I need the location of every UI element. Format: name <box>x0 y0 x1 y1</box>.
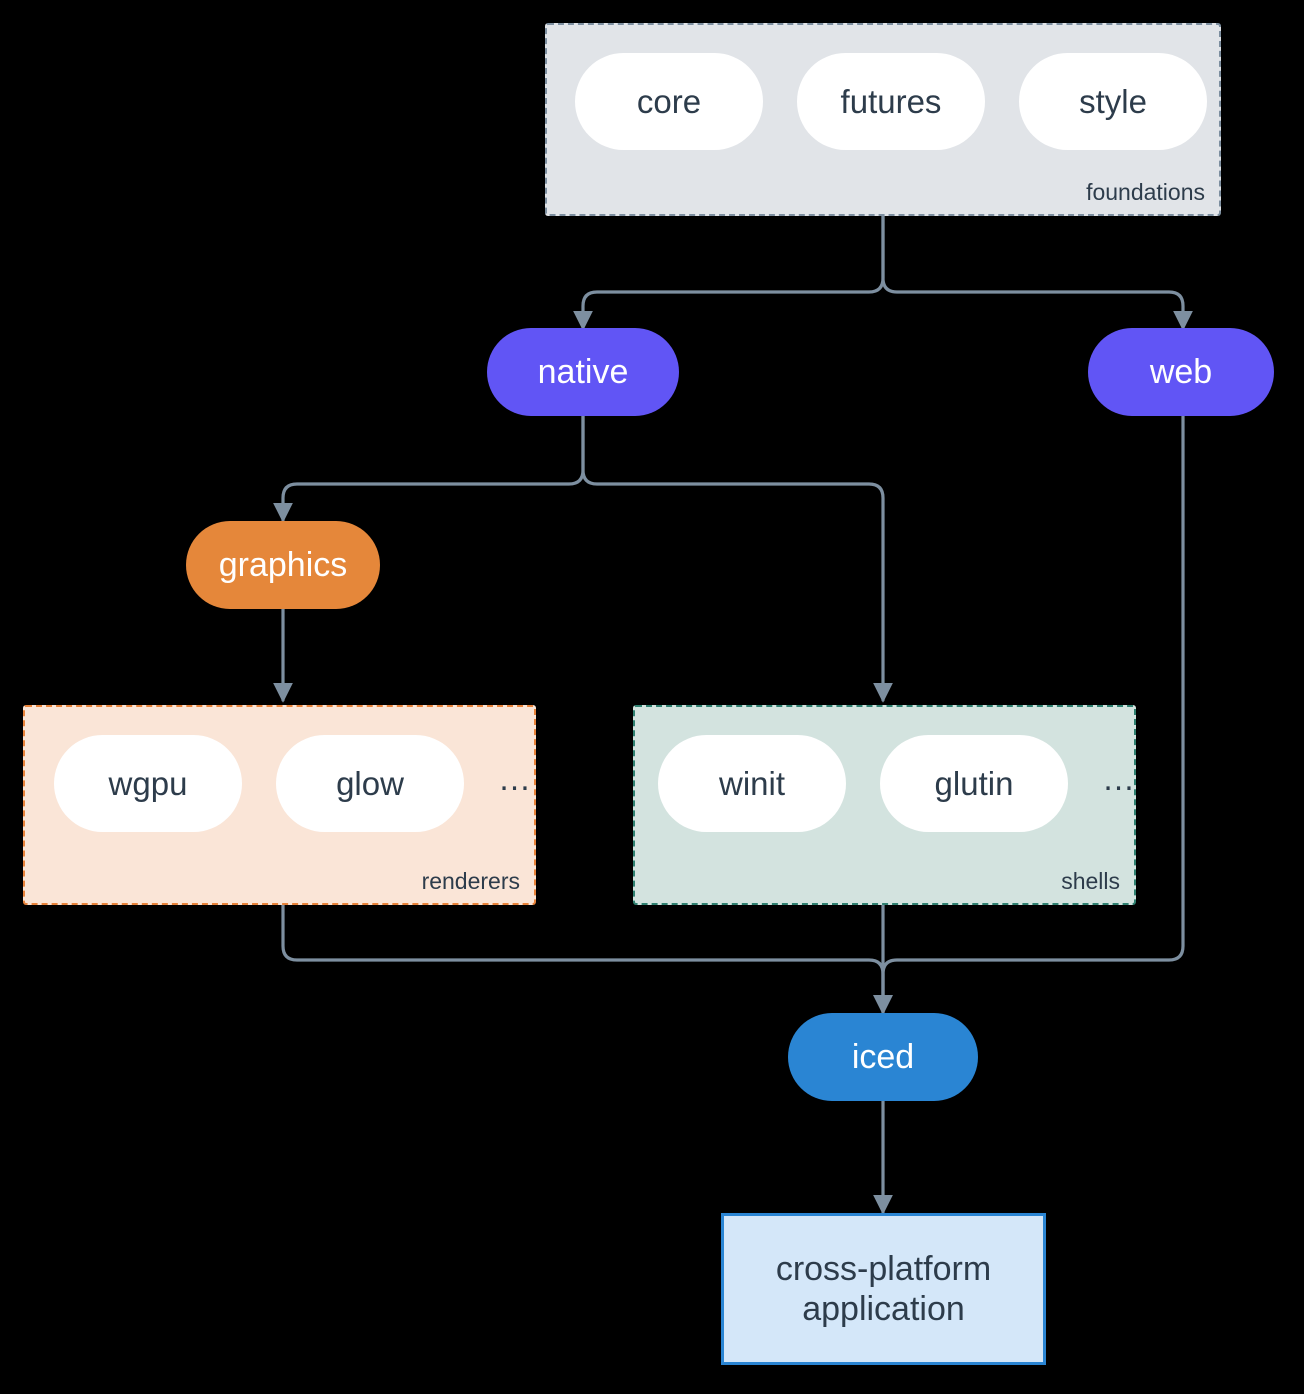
edge-renderers-iced <box>281 902 893 1015</box>
edge-native-graphics <box>273 413 585 523</box>
chip-label: winit <box>718 764 786 802</box>
chip-glutin[interactable]: glutin <box>880 735 1068 832</box>
node-label: native <box>537 352 629 391</box>
node-native[interactable]: native <box>487 328 679 416</box>
shells-more-ellipsis: … <box>1102 760 1136 797</box>
chip-label: glow <box>336 764 404 802</box>
group-label-foundations: foundations <box>1086 179 1205 205</box>
node-label: iced <box>851 1037 915 1076</box>
group-renderers: wgpu glow … renderers <box>23 705 536 905</box>
chip-label: futures <box>840 82 942 120</box>
chip-label: core <box>636 82 702 120</box>
edge-foundations-native <box>573 214 885 331</box>
chip-label: wgpu <box>108 764 188 802</box>
application-label-line2: application <box>802 1290 965 1328</box>
chip-glow[interactable]: glow <box>276 735 464 832</box>
edge-native-shells <box>581 413 893 703</box>
node-graphics[interactable]: graphics <box>186 521 380 609</box>
node-cross-platform-application[interactable]: cross-platform application <box>721 1213 1046 1365</box>
group-label-renderers: renderers <box>421 868 520 894</box>
chip-futures[interactable]: futures <box>797 53 985 150</box>
group-label-shells: shells <box>1061 868 1120 894</box>
node-label: graphics <box>218 545 348 584</box>
renderers-more-ellipsis: … <box>498 760 532 797</box>
chip-label: style <box>1079 82 1147 120</box>
group-foundations: core futures style foundations <box>545 23 1221 216</box>
node-iced[interactable]: iced <box>788 1013 978 1101</box>
edge-foundations-web <box>881 214 1193 331</box>
chip-style[interactable]: style <box>1019 53 1207 150</box>
node-label: web <box>1149 352 1213 391</box>
chip-winit[interactable]: winit <box>658 735 846 832</box>
chip-core[interactable]: core <box>575 53 763 150</box>
chip-wgpu[interactable]: wgpu <box>54 735 242 832</box>
node-web[interactable]: web <box>1088 328 1274 416</box>
group-shells: winit glutin … shells <box>633 705 1136 905</box>
chip-label: glutin <box>934 764 1014 802</box>
application-label-line1: cross-platform <box>775 1249 992 1288</box>
